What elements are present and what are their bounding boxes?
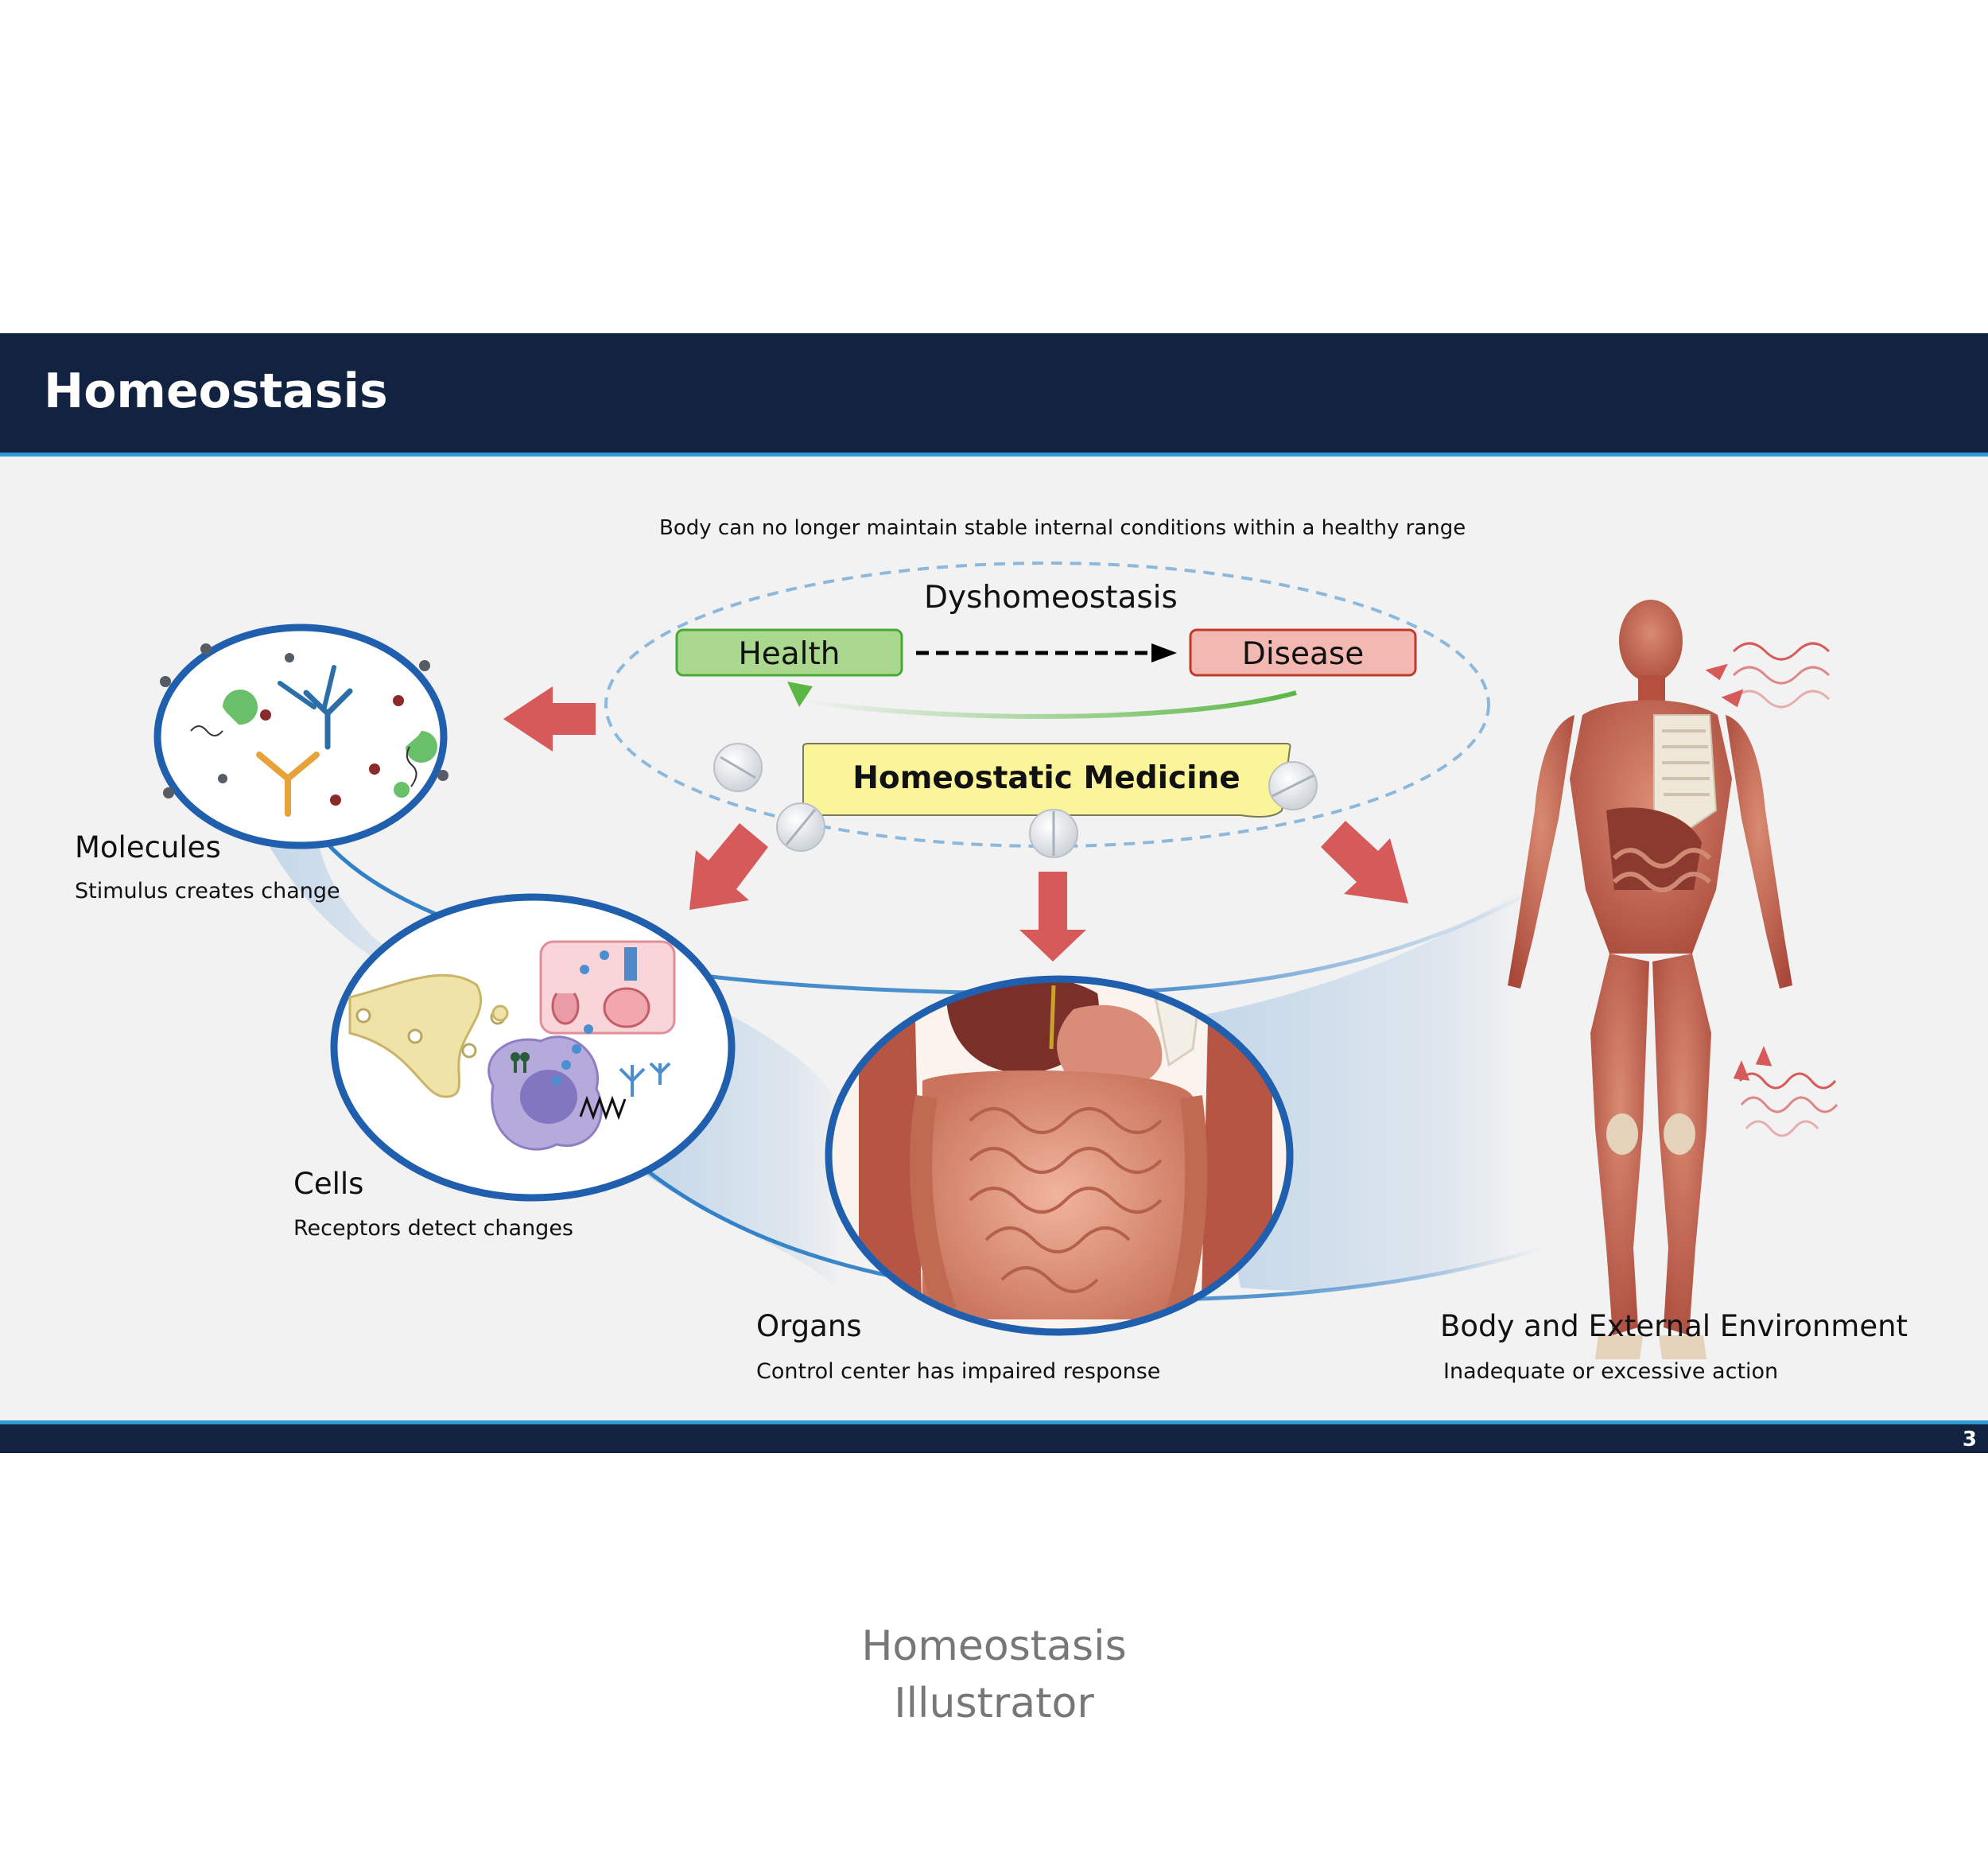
arrow-to-molecules [503,686,596,752]
level-name-organs: Organs [756,1309,862,1343]
health-label: Health [738,636,841,672]
slide: Homeostasis [0,333,1988,1453]
heat-wave-icon [1733,1046,1839,1137]
homeostatic-medicine-label: Homeostatic Medicine [852,760,1241,796]
pill-icon [713,743,763,792]
arrow-to-body [1321,821,1408,903]
slide-footer: 3 [0,1420,1988,1453]
connector-band-molecules-cells [262,834,445,993]
return-arrowhead [787,682,813,707]
caption-line-2: Illustrator [894,1680,1094,1727]
muscle-body-figure [1508,600,1792,1359]
pill-icon [1029,809,1078,858]
level-desc-body: Inadequate or excessive action [1443,1359,1779,1384]
level-name-body: Body and External Environment [1440,1309,1908,1343]
homeostasis-diagram [153,561,1839,1359]
slide-header: Homeostasis [0,333,1988,457]
level-name-molecules: Molecules [75,830,221,865]
arrow-to-cells [689,823,768,910]
pill-icon [776,802,825,852]
page-number: 3 [1962,1428,1977,1451]
return-to-health-arrow [802,690,1297,719]
molecules-illustration [190,653,437,817]
organs-illustration [829,979,1290,1332]
cells-illustration [348,940,676,1151]
caption-line-1: Homeostasis [861,1622,1127,1670]
organs-circle [825,975,1294,1336]
level-desc-molecules: Stimulus creates change [75,879,340,903]
level-name-cells: Cells [293,1167,364,1201]
disease-box [1189,628,1417,677]
disease-label: Disease [1241,636,1365,672]
progression-arrowhead [1151,643,1177,662]
heat-wave-icon [1705,642,1831,709]
diagram-subtitle: Body can no longer maintain stable inter… [659,516,1466,540]
health-box [675,628,903,677]
level-desc-cells: Receptors detect changes [293,1216,574,1241]
dyshomeostasis-cycle [604,561,1490,848]
molecules-circle [153,624,448,849]
arrow-to-organs [1019,872,1086,962]
slide-title: Homeostasis [44,363,388,419]
level-desc-organs: Control center has impaired response [756,1359,1161,1384]
dyshomeostasis-label: Dyshomeostasis [924,580,1178,616]
pill-icon [1268,761,1318,810]
